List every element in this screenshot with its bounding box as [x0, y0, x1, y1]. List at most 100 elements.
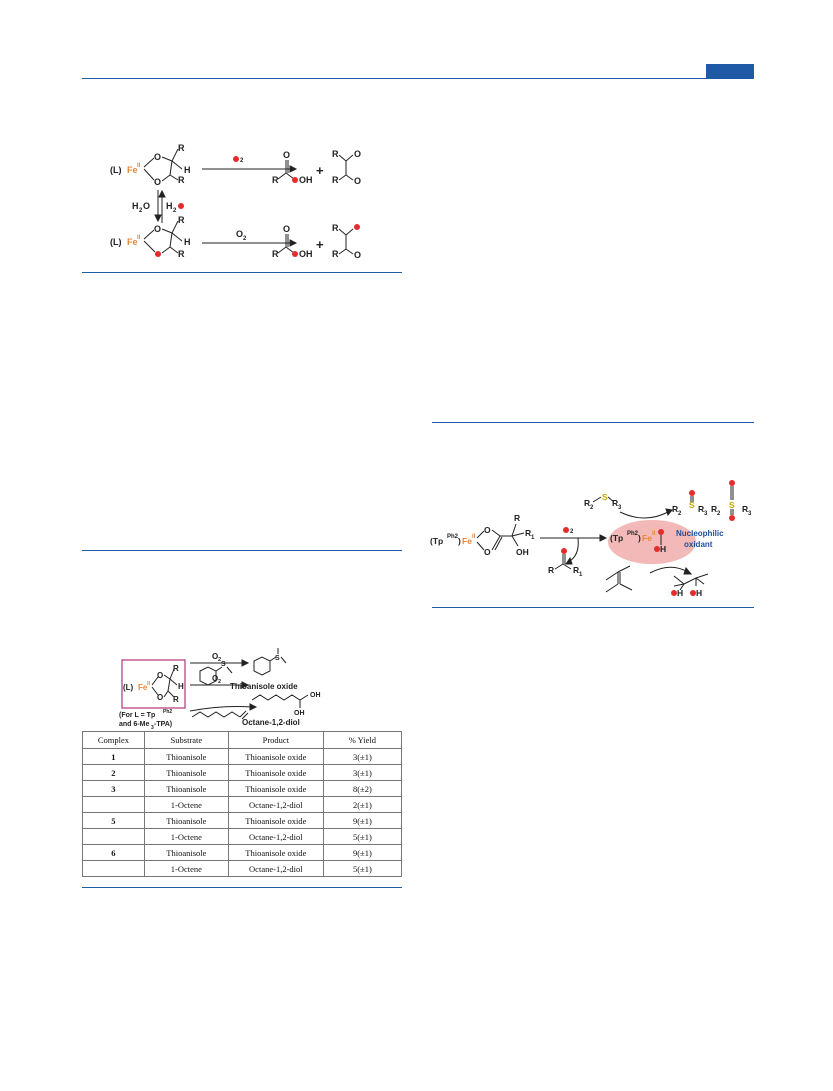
highlight-ellipse — [608, 520, 696, 564]
scheme-3-bottom-rule — [82, 887, 402, 888]
r3-subscript: 3 — [748, 511, 752, 517]
cell-substrate: Thioanisole — [143, 844, 229, 861]
cell-product: Octane-1,2-diol — [227, 828, 324, 845]
table-header-row: Complex Substrate Product % Yield — [82, 731, 403, 749]
oxygen-label: O — [154, 224, 161, 234]
scheme-2-top-rule — [432, 422, 754, 423]
dioxygen-label: O — [236, 229, 243, 239]
o2-subscript: 2 — [240, 158, 244, 164]
r-group-label: R — [272, 249, 279, 259]
iron-label: Fe — [462, 536, 472, 546]
o2-subscript: 2 — [570, 529, 574, 535]
o2-subscript: 2 — [218, 679, 221, 685]
water-label: H — [166, 201, 173, 211]
scheme-3-figure: (L) Fe II O O R H R O 2 O 2 S S Thioanis… — [119, 648, 321, 730]
cell-product: Octane-1,2-diol — [227, 860, 324, 877]
labeled-oxygen-dot — [689, 490, 695, 496]
cell-complex: 5 — [82, 812, 145, 829]
cell-substrate: Thioanisole — [143, 764, 229, 781]
oxidant-label: oxidant — [684, 540, 713, 549]
for-l-superscript: Ph2 — [163, 709, 172, 715]
hydroxyl-label: OH — [516, 547, 529, 557]
hydrogen-label: H — [184, 165, 191, 175]
oxidation-state: II — [137, 235, 141, 241]
for-l-subscript: 3 — [151, 725, 154, 730]
cell-yield: 3(±1) — [322, 764, 403, 781]
yield-table: Complex Substrate Product % Yield 1 Thio… — [82, 731, 403, 877]
octane-diol-label: Octane-1,2-diol — [242, 718, 300, 727]
r-group-label: R — [548, 565, 554, 575]
oxygen-label: O — [283, 150, 290, 160]
ph2-superscript: Ph2 — [627, 531, 639, 537]
thioanisole-oxide-label: Thioanisole oxide — [230, 682, 298, 691]
labeled-oxygen-dot — [654, 546, 660, 552]
r1-subscript: 1 — [531, 535, 535, 541]
r2-subscript: 2 — [590, 505, 594, 511]
dioxygen-label: O — [212, 652, 218, 661]
table-row: 5 Thioanisole Thioanisole oxide 9(±1) — [82, 812, 403, 829]
tp-ligand-label: (Tp — [610, 533, 623, 543]
cell-product: Thioanisole oxide — [227, 748, 324, 765]
ph2-superscript: Ph2 — [447, 534, 459, 540]
labeled-oxygen-dot — [155, 251, 161, 257]
header-rule — [82, 78, 754, 79]
plus-sign: + — [316, 237, 324, 252]
cell-substrate: 1-Octene — [143, 860, 229, 877]
ligand-label: (L) — [110, 165, 122, 175]
r-group-label: R — [332, 249, 339, 259]
labeled-oxygen-dot — [561, 548, 567, 554]
oxygen-label: O — [354, 250, 361, 260]
column-header-yield: % Yield — [322, 731, 403, 749]
iron-label: Fe — [642, 533, 652, 543]
oxygen-label: O — [143, 201, 150, 211]
cell-product: Thioanisole oxide — [227, 780, 324, 797]
oxygen-label: O — [354, 176, 361, 186]
r1-subscript: 1 — [579, 572, 583, 578]
plus-sign: + — [316, 163, 324, 178]
ligand-label: (L) — [110, 237, 122, 247]
r-group-label: R — [514, 513, 520, 523]
r2-subscript: 2 — [717, 511, 721, 517]
labeled-oxygen-dot — [233, 156, 239, 162]
table-row: 1-Octene Octane-1,2-diol 5(±1) — [82, 860, 403, 877]
water-subscript: 2 — [139, 208, 143, 214]
o2-subscript: 2 — [243, 236, 247, 242]
cell-product: Thioanisole oxide — [227, 812, 324, 829]
hydroxyl-label: OH — [294, 710, 305, 717]
r3-subscript: 3 — [704, 511, 708, 517]
cell-product: Thioanisole oxide — [227, 764, 324, 781]
cell-yield: 3(±1) — [322, 748, 403, 765]
cell-substrate: 1-Octene — [143, 828, 229, 845]
labeled-oxygen-dot — [178, 203, 184, 209]
sulfur-label: S — [602, 492, 608, 502]
labeled-oxygen-dot — [729, 515, 735, 521]
cell-substrate: 1-Octene — [143, 796, 229, 813]
scheme-3-top-rule — [82, 550, 402, 551]
r1-label: R — [525, 528, 531, 538]
table-row: 6 Thioanisole Thioanisole oxide 9(±1) — [82, 844, 403, 861]
hydrogen-label: H — [660, 544, 666, 554]
r-group-label: R — [173, 664, 179, 673]
hydrogen-label: H — [184, 237, 191, 247]
labeled-oxygen-dot — [563, 527, 569, 533]
sulfur-label: S — [689, 500, 695, 510]
cell-yield: 5(±1) — [322, 828, 403, 845]
cell-yield: 9(±1) — [322, 812, 403, 829]
dioxygen-label: O — [212, 674, 218, 683]
hydrogen-label: H — [178, 682, 184, 691]
oxidation-state: II — [137, 163, 141, 169]
sulfur-label: S — [275, 655, 280, 662]
labeled-oxygen-dot — [690, 590, 696, 596]
hydroxyl-label: OH — [310, 692, 321, 699]
oxidation-state: II — [472, 534, 476, 540]
r-group-label: R — [332, 149, 339, 159]
labeled-oxygen-dot — [292, 177, 298, 183]
bracket-label: ) — [638, 533, 641, 543]
oxygen-label: O — [157, 693, 163, 702]
cell-complex: 2 — [82, 764, 145, 781]
r3-subscript: 3 — [618, 505, 622, 511]
tp-ligand-label: (Tp — [430, 536, 443, 546]
cell-yield: 5(±1) — [322, 860, 403, 877]
r3-label: R — [612, 498, 618, 508]
oxygen-label: O — [157, 671, 163, 680]
